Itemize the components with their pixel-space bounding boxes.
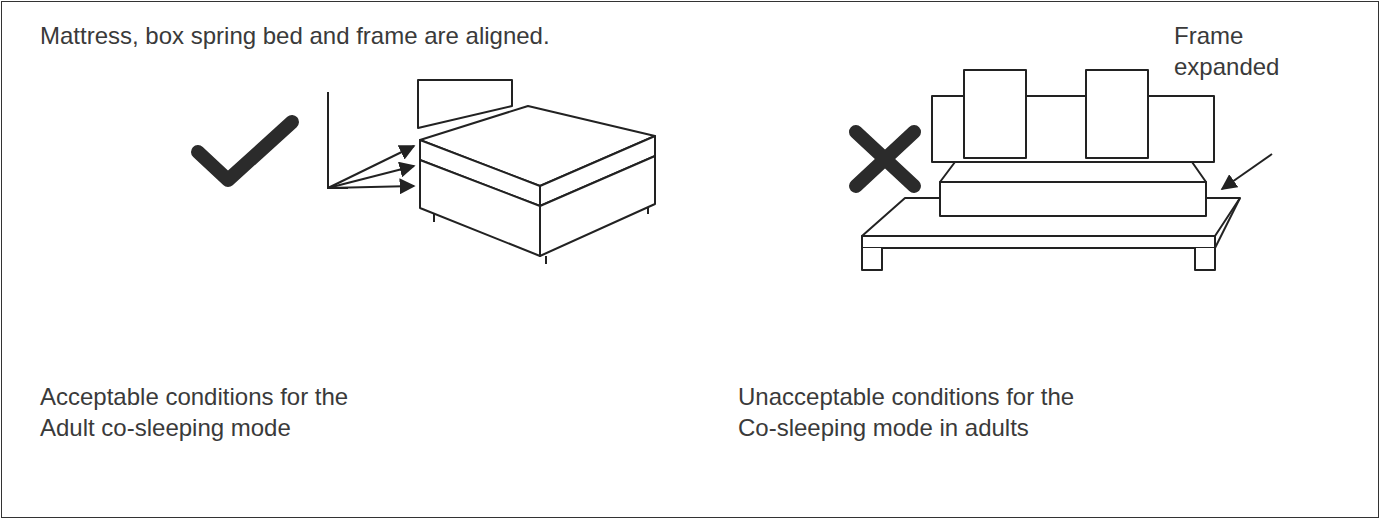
caption-text: Unacceptable conditions for the Co-sleep… (738, 381, 1118, 443)
aligned-bed (418, 80, 655, 264)
callout-arrow (1222, 154, 1272, 189)
alignment-arrows (328, 92, 414, 188)
caption-text: Acceptable conditions for the Adult co-s… (40, 381, 380, 443)
callout-label: Frame expanded (1174, 20, 1324, 82)
check-mark (198, 122, 292, 180)
expanded-frame-bed (862, 70, 1240, 270)
heading-text: Mattress, box spring bed and frame are a… (40, 20, 1240, 51)
cross-mark (856, 132, 914, 186)
